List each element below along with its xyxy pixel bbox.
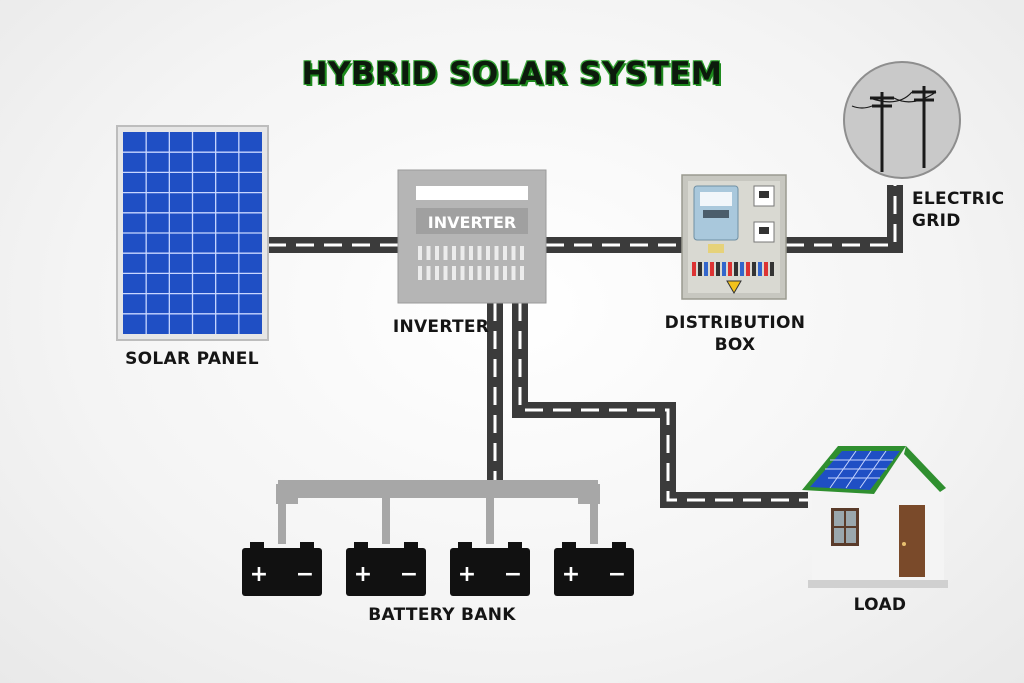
solar-panel-icon: [116, 125, 269, 341]
battery-minus-sign: −: [296, 562, 314, 587]
distribution-label-line1: DISTRIBUTION: [664, 313, 806, 333]
battery-icon: +−: [242, 542, 322, 596]
load-label: LOAD: [853, 595, 907, 615]
battery-plus-sign: +: [458, 562, 476, 587]
electric-grid-label: ELECTRIC GRID: [912, 188, 1012, 232]
grid-label-line2: GRID: [912, 211, 961, 231]
house-icon: [802, 444, 948, 588]
cable-inverter-load: [512, 303, 808, 508]
battery-icon: +−: [346, 542, 426, 596]
battery-plus-sign: +: [250, 562, 268, 587]
solar-panel-label: SOLAR PANEL: [125, 349, 259, 369]
battery-plus-sign: +: [562, 562, 580, 587]
inverter-label: INVERTER: [392, 317, 490, 337]
grid-label-line1: ELECTRIC: [912, 189, 1005, 209]
distribution-label-line2: BOX: [714, 335, 756, 355]
distribution-box-icon: [681, 174, 787, 300]
battery-minus-sign: −: [504, 562, 522, 587]
inverter-icon: INVERTER: [397, 169, 547, 304]
battery-rack: [276, 480, 600, 544]
distribution-box-label: DISTRIBUTION BOX: [660, 312, 810, 356]
inverter-face-label: INVERTER: [428, 213, 516, 232]
cable-distribution-grid: [786, 185, 903, 253]
battery-icon: +−: [450, 542, 530, 596]
diagram-title: HYBRID SOLAR SYSTEM: [301, 56, 723, 92]
battery-bank-label: BATTERY BANK: [368, 605, 516, 625]
battery-plus-sign: +: [354, 562, 372, 587]
battery-minus-sign: −: [608, 562, 626, 587]
battery-icon: +−: [554, 542, 634, 596]
battery-minus-sign: −: [400, 562, 418, 587]
cables: [268, 185, 903, 508]
power-pole-icon: [843, 61, 961, 179]
